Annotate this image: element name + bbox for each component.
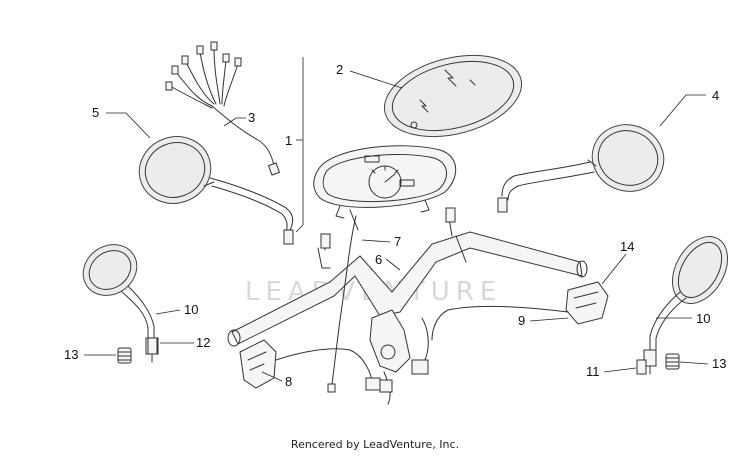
callout-8: 8 — [285, 374, 292, 389]
mirror-screw-right[interactable] — [636, 359, 647, 375]
callout-13-left: 13 — [64, 347, 78, 362]
wiring-harness[interactable] — [165, 41, 281, 176]
footer-credit: Rencered by LeadVenture, Inc. — [290, 438, 460, 451]
callout-7: 7 — [394, 234, 401, 249]
callout-1: 1 — [285, 133, 292, 148]
mirror-left-upper[interactable] — [130, 127, 294, 245]
mirror-cap-right[interactable] — [665, 353, 680, 370]
mirror-screw-left[interactable] — [147, 337, 158, 355]
brake-switch[interactable] — [369, 309, 429, 405]
mirror-cap-left[interactable] — [117, 347, 132, 364]
callout-3: 3 — [248, 110, 255, 125]
callouts: 1 2 3 4 5 6 7 8 9 10 10 11 12 13 13 14 — [64, 62, 726, 389]
callout-11: 11 — [586, 364, 600, 379]
speedometer-cable[interactable] — [327, 215, 357, 393]
callout-2: 2 — [336, 62, 343, 77]
callout-10-left: 10 — [184, 302, 198, 317]
callout-13-right: 13 — [712, 356, 726, 371]
instrument-lens[interactable] — [376, 42, 530, 150]
mirror-right-lower[interactable] — [643, 227, 739, 375]
callout-4: 4 — [712, 88, 719, 103]
callout-10-right: 10 — [696, 311, 710, 326]
left-handlebar-switch[interactable] — [239, 339, 381, 391]
instrument-cluster[interactable] — [313, 145, 457, 231]
callout-6: 6 — [375, 252, 382, 267]
mirror-left-lower[interactable] — [73, 234, 159, 363]
callout-14: 14 — [620, 239, 634, 254]
right-handlebar-switch[interactable] — [431, 281, 609, 341]
leader-lines — [84, 57, 709, 382]
callout-5: 5 — [92, 105, 99, 120]
callout-12: 12 — [196, 335, 210, 350]
mirror-right-upper[interactable] — [497, 115, 672, 213]
callout-9: 9 — [518, 313, 525, 328]
